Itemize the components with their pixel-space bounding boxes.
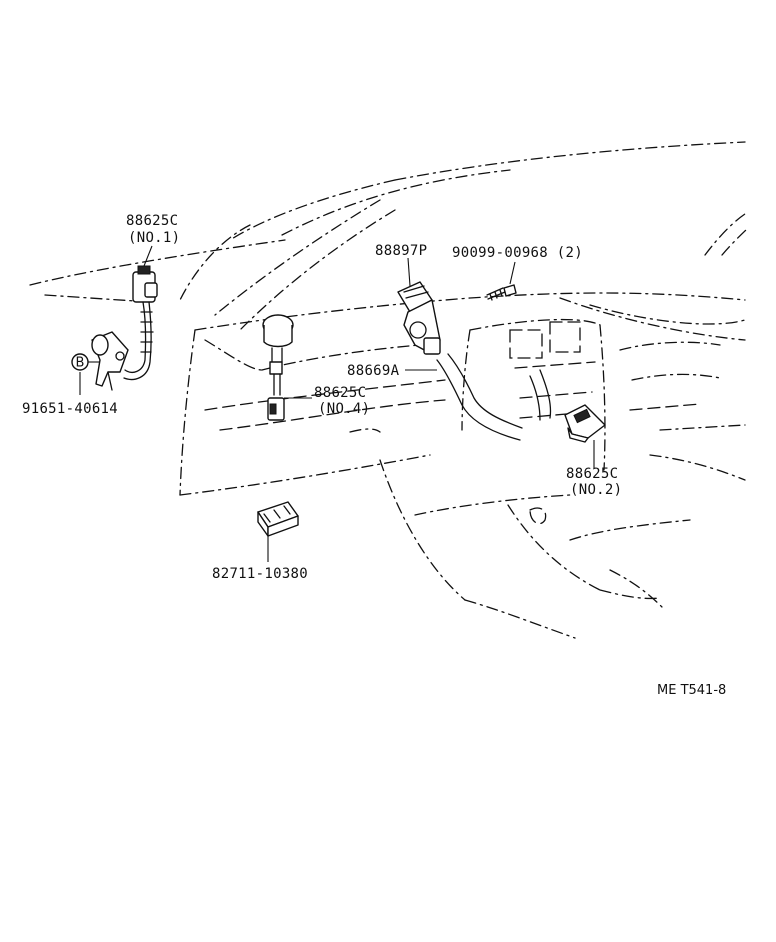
bolt-b-part-label: 91651-40614 [22, 401, 118, 417]
vehicle-outline [29, 141, 749, 639]
sensor-no4-sub-label: (NO.4) [318, 401, 370, 417]
relay-part-label: 82711-10380 [212, 566, 308, 582]
sensor-no4-part-label: 88625C [314, 385, 366, 401]
hose-part-label: 88669A [347, 363, 400, 379]
sensor-no2-part-label: 88625C [566, 466, 618, 482]
hose [436, 353, 523, 441]
sensor-no1-assembly [91, 265, 158, 391]
bolt-b-marker-letter: B [76, 356, 85, 371]
sensor-no2-assembly [529, 369, 606, 443]
leader-lines [79, 245, 595, 562]
sensor-no1-part-label: 88625C [126, 213, 178, 229]
sensor-no2-sub-label: (NO.2) [570, 482, 622, 498]
motor-part-label: 88897P [375, 243, 427, 259]
screw-part-label: 90099-00968 (2) [452, 245, 583, 261]
sensor-no4-assembly [262, 314, 294, 421]
relay-assembly [257, 501, 299, 537]
diagram-reference-code: ME T541-8 [657, 683, 726, 698]
screw-icon [486, 284, 517, 301]
bolt-b-marker: B [71, 353, 89, 371]
motor-assembly [397, 281, 441, 355]
sensor-no1-sub-label: (NO.1) [128, 230, 180, 246]
